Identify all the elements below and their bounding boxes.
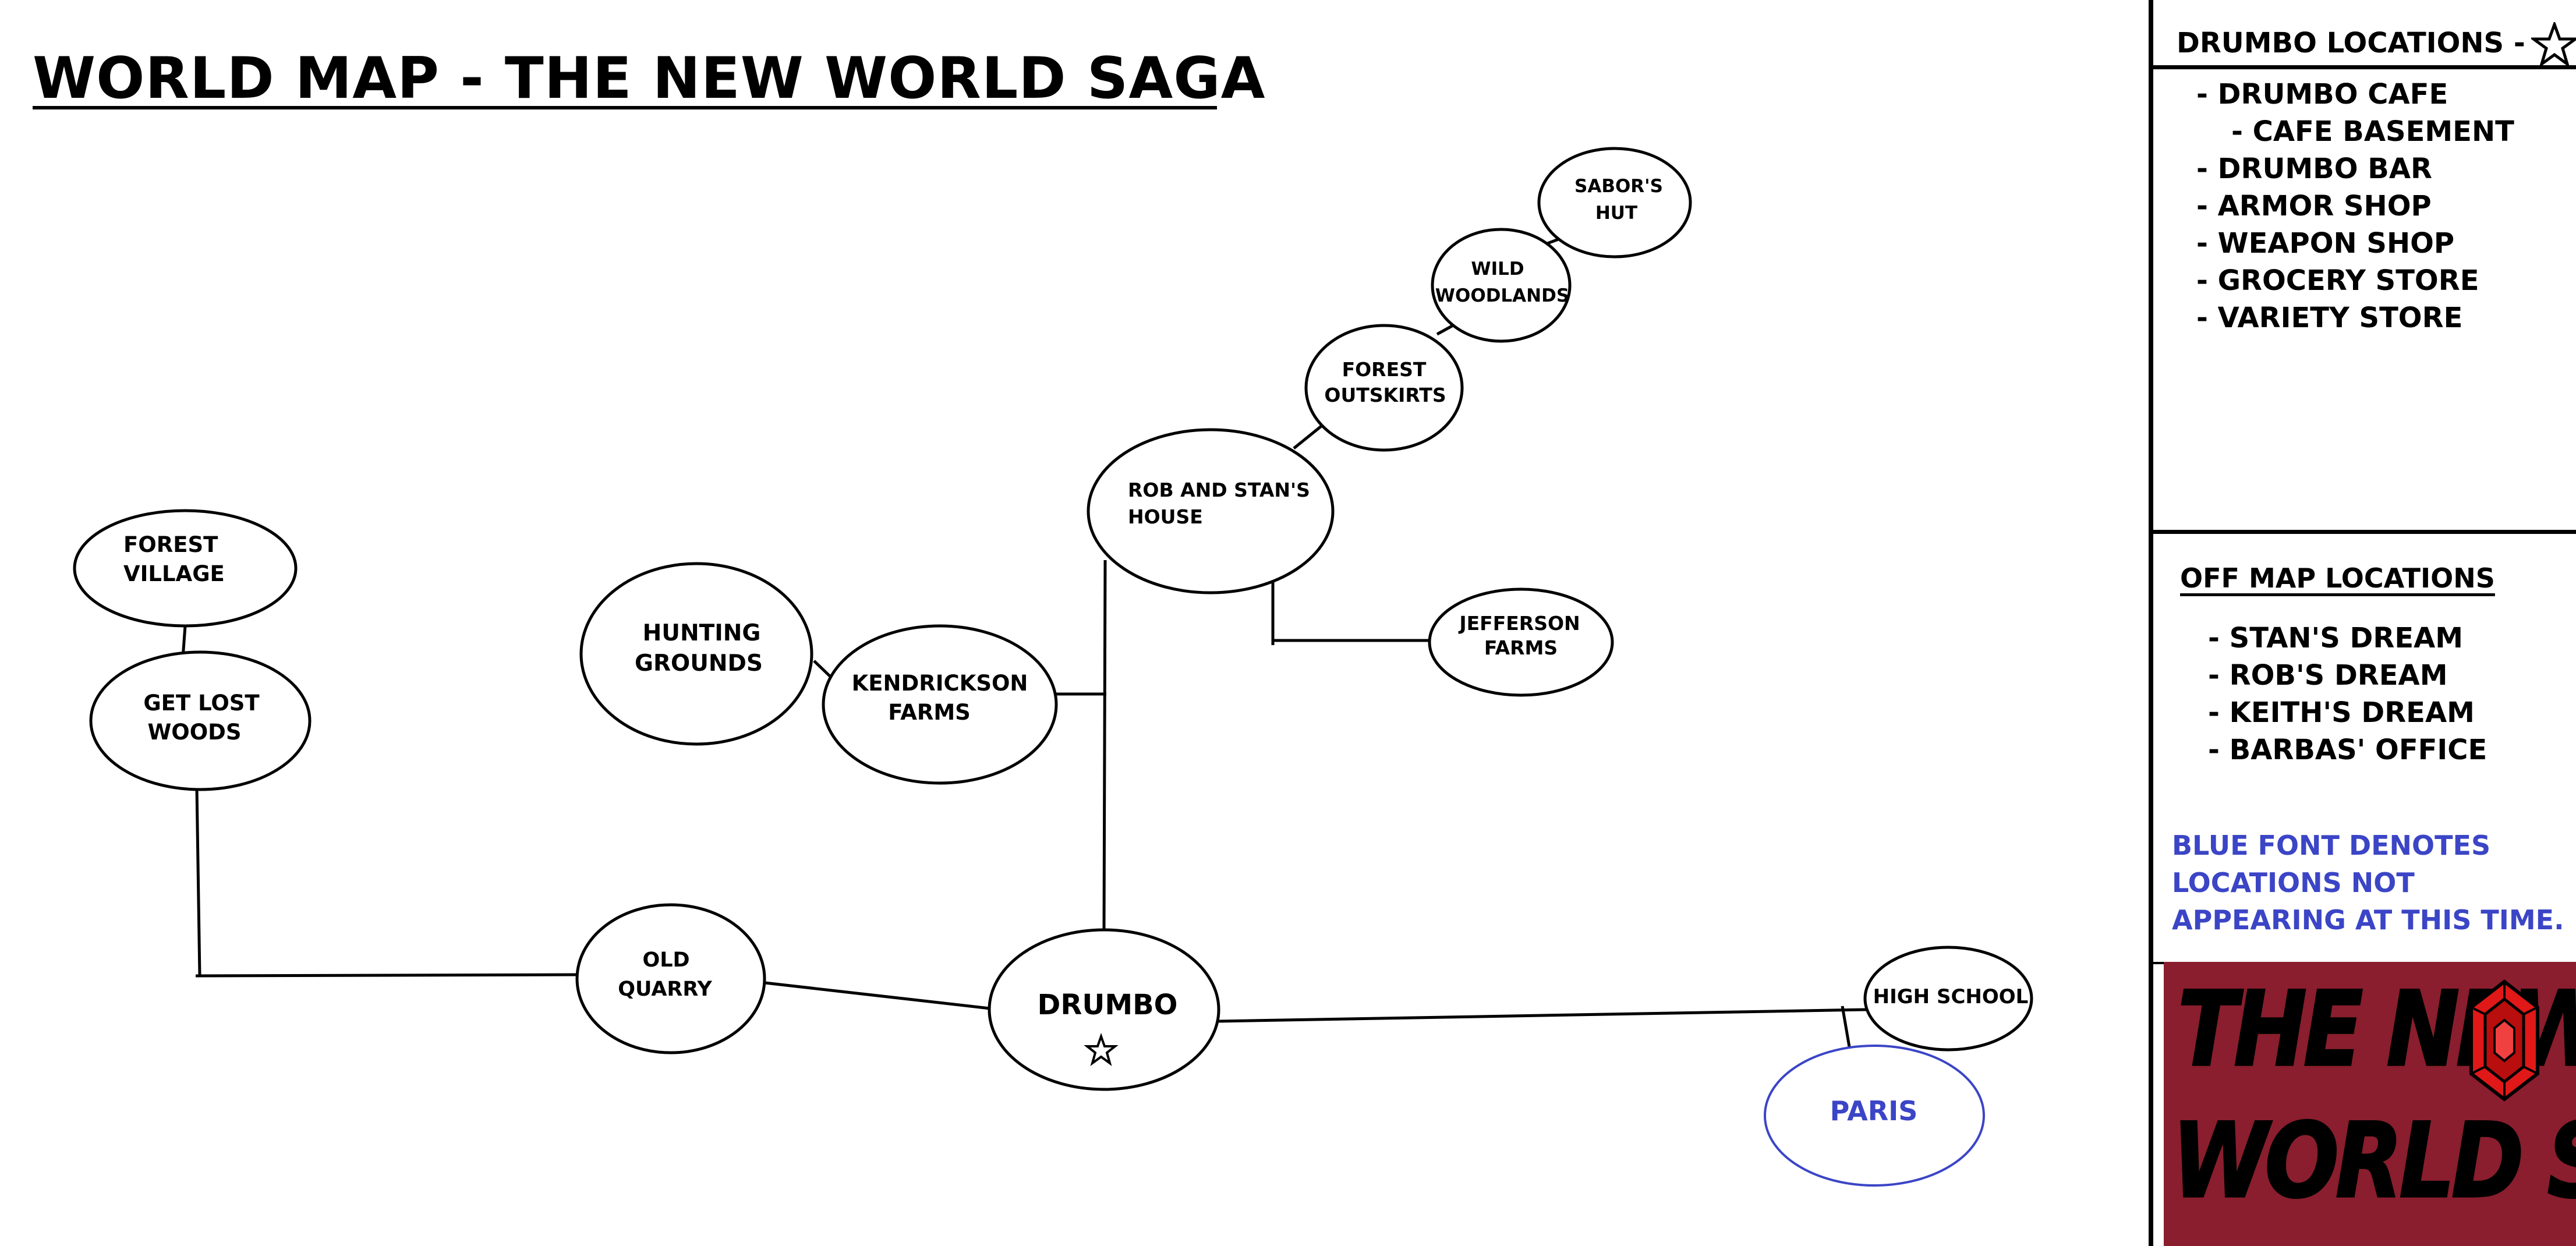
- location-label: FOREST: [123, 532, 218, 557]
- title-underline: [33, 106, 1217, 109]
- logo-line-2: WORLD SAGA: [2171, 1100, 2576, 1222]
- location-label: HUNTING: [643, 620, 761, 646]
- location-label: HIGH SCHOOL: [1873, 985, 2029, 1008]
- sidebar-divider: [2149, 0, 2153, 1246]
- world-map: FOREST VILLAGE GET LOST WOODS HUNTING GR…: [73, 147, 2033, 1187]
- off-map-location-item: - KEITH'S DREAM: [2208, 696, 2475, 729]
- location-nodes: FOREST VILLAGE GET LOST WOODS HUNTING GR…: [73, 147, 2033, 1187]
- location-label: FOREST: [1342, 358, 1427, 381]
- location-jefferson-farms[interactable]: JEFFERSON FARMS: [1428, 587, 1614, 697]
- location-label: OUTSKIRTS: [1324, 384, 1446, 406]
- location-label: HOUSE: [1128, 505, 1203, 528]
- off-map-locations-heading: OFF MAP LOCATIONS: [2180, 562, 2495, 594]
- location-paris[interactable]: PARIS: [1764, 1045, 1985, 1187]
- drumbo-location-item: - GROCERY STORE: [2196, 264, 2479, 297]
- location-label: GROUNDS: [635, 650, 763, 677]
- location-forest-village[interactable]: FOREST VILLAGE: [73, 509, 298, 628]
- location-label: QUARRY: [618, 978, 712, 1001]
- location-old-quarry[interactable]: OLD QUARRY: [575, 903, 766, 1054]
- location-label: VILLAGE: [123, 561, 225, 586]
- path-old-quarry-drumbo: [765, 981, 990, 1010]
- star-outline-icon: [1084, 1032, 1119, 1067]
- location-hunting-grounds[interactable]: HUNTING GROUNDS: [579, 562, 813, 746]
- path-get-lost-woods-old-quarry: [195, 973, 579, 978]
- path-hunting-grounds-kendrickson-farms: [813, 660, 831, 678]
- map-paths: [181, 235, 1867, 1047]
- drumbo-locations-heading-text: DRUMBO LOCATIONS -: [2177, 27, 2525, 59]
- location-label: ROB AND STAN'S: [1128, 479, 1310, 501]
- location-forest-outskirts[interactable]: FOREST OUTSKIRTS: [1304, 324, 1464, 452]
- location-label: SABOR'S: [1574, 176, 1663, 197]
- drumbo-location-item: - WEAPON SHOP: [2196, 227, 2455, 260]
- location-rob-and-stans-house[interactable]: ROB AND STAN'S HOUSE: [1087, 428, 1335, 594]
- drumbo-location-item: - DRUMBO CAFE: [2196, 78, 2448, 111]
- path-drumbo-high-school: [1218, 1008, 1867, 1023]
- red-gem-icon: [2469, 979, 2539, 1102]
- star-outline-icon: [2531, 22, 2576, 68]
- location-get-lost-woods[interactable]: GET LOST WOODS: [89, 650, 312, 791]
- map-title: WORLD MAP - THE NEW WORLD SAGA: [33, 45, 1266, 112]
- location-label: DRUMBO: [1038, 989, 1178, 1021]
- off-map-location-item: - STAN'S DREAM: [2208, 622, 2464, 654]
- location-label: WOODLANDS: [1435, 285, 1569, 306]
- sidebar-rule-top: [2151, 65, 2576, 69]
- location-label: FARMS: [1484, 636, 1558, 659]
- location-label: JEFFERSON: [1458, 612, 1580, 635]
- location-label: OLD: [642, 948, 689, 972]
- location-sabors-hut[interactable]: SABOR'S HUT: [1537, 147, 1692, 259]
- location-label: GET LOST: [143, 691, 260, 716]
- location-high-school[interactable]: HIGH SCHOOL: [1863, 946, 2033, 1052]
- path-get-lost-woods-down: [195, 788, 201, 976]
- location-wild-woodlands[interactable]: WILD WOODLANDS: [1431, 228, 1572, 343]
- path-drumbo-rob-and-stans-house: [1102, 560, 1107, 930]
- off-map-location-item: - ROB'S DREAM: [2208, 659, 2448, 692]
- location-label: KENDRICKSON: [852, 671, 1028, 696]
- legend-note: BLUE FONT DENOTES LOCATIONS NOT APPEARIN…: [2172, 830, 2564, 936]
- location-label: WILD: [1471, 259, 1524, 279]
- path-high-school-paris: [1841, 1006, 1851, 1047]
- location-kendrickson-farms[interactable]: KENDRICKSON FARMS: [822, 624, 1058, 785]
- drumbo-location-item: - ARMOR SHOP: [2196, 190, 2432, 222]
- location-drumbo[interactable]: DRUMBO: [988, 928, 1220, 1091]
- sidebar-rule-middle: [2151, 530, 2576, 534]
- off-map-location-item: - BARBAS' OFFICE: [2208, 734, 2487, 766]
- location-label: WOODS: [147, 720, 241, 745]
- drumbo-locations-heading: DRUMBO LOCATIONS -: [2177, 22, 2576, 68]
- path-house-forest-outskirts: [1293, 423, 1325, 449]
- location-label: FARMS: [888, 700, 971, 725]
- game-logo: THE NEW WORLD SAGA: [2164, 962, 2576, 1246]
- location-label: HUT: [1595, 203, 1637, 224]
- drumbo-location-item: - VARIETY STORE: [2196, 302, 2463, 334]
- drumbo-location-item: - DRUMBO BAR: [2196, 153, 2432, 185]
- location-label: PARIS: [1830, 1095, 1918, 1127]
- drumbo-location-item: - CAFE BASEMENT: [2231, 115, 2514, 148]
